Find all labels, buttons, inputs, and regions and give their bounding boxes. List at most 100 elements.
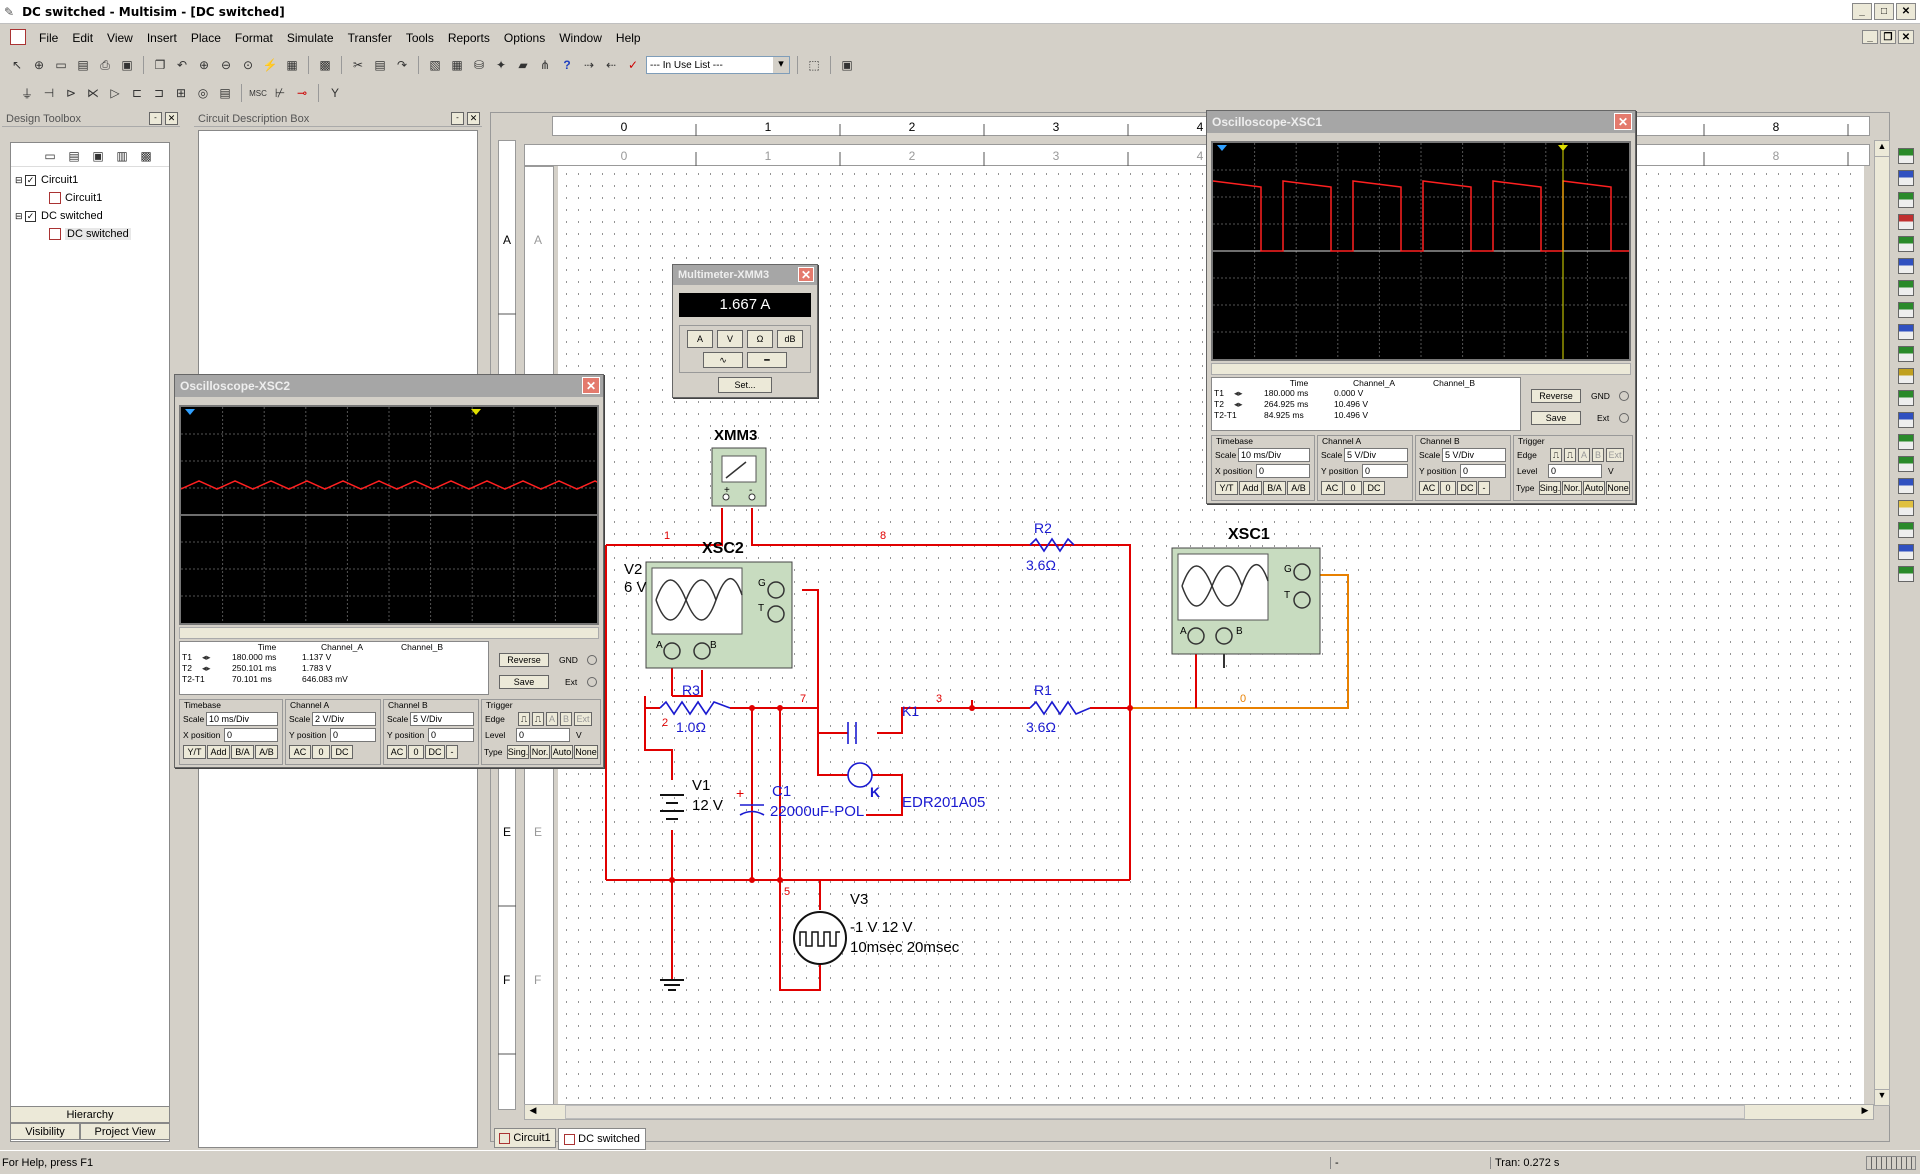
xsc2-channel-b-ypos[interactable]: 0 — [428, 728, 474, 742]
xsc2-b-ac-button[interactable]: AC — [387, 745, 407, 759]
instrument-tool-icon[interactable] — [1898, 302, 1914, 318]
xsc1-single-button[interactable]: Sing. — [1539, 481, 1561, 495]
scroll-right-icon[interactable]: ▶ — [1861, 1105, 1869, 1115]
back-annotate-icon[interactable]: ⇠ — [605, 58, 617, 72]
mode-ampere-button[interactable]: A — [687, 330, 713, 348]
undo-icon[interactable]: ↶ — [176, 58, 188, 72]
menu-view[interactable]: View — [107, 31, 133, 45]
xsc1-add-button[interactable]: Add — [1239, 481, 1262, 495]
transistor-icon[interactable]: ⋉ — [87, 86, 99, 100]
save-design-icon[interactable]: ▣ — [92, 149, 104, 163]
rf-icon[interactable]: ⊬ — [274, 86, 286, 100]
menu-tools[interactable]: Tools — [405, 31, 434, 45]
xsc1-ba-button[interactable]: B/A — [1263, 481, 1286, 495]
menu-file[interactable]: File — [39, 31, 59, 45]
forward-annotate-icon[interactable]: ⇢ — [583, 58, 595, 72]
instrument-tool-icon[interactable] — [1898, 258, 1914, 274]
xsc2-a-dc-button[interactable]: DC — [331, 745, 353, 759]
xsc2-rising-edge-icon[interactable]: ⎍ — [518, 712, 530, 726]
multimeter-close-button[interactable]: ✕ — [798, 267, 814, 282]
menu-options[interactable]: Options — [503, 31, 546, 45]
xsc1-channel-b-scale[interactable]: 5 V/Div — [1442, 448, 1506, 462]
scroll-up-icon[interactable]: ▲ — [1875, 141, 1889, 157]
minimize-button[interactable]: _ — [1852, 3, 1872, 20]
instrument-tool-icon[interactable] — [1898, 456, 1914, 472]
tree-icon[interactable]: ⋔ — [539, 58, 551, 72]
menu-simulate[interactable]: Simulate — [286, 31, 334, 45]
cdesc-pin-button[interactable]: - — [451, 112, 464, 125]
instrument-tool-icon[interactable] — [1898, 500, 1914, 516]
instrument-tool-icon[interactable] — [1898, 324, 1914, 340]
xsc2-yt-button[interactable]: Y/T — [183, 745, 206, 759]
xsc1-rising-edge-icon[interactable]: ⎍ — [1550, 448, 1562, 462]
help-icon[interactable]: ? — [563, 58, 571, 72]
tab-visibility[interactable]: Visibility — [10, 1123, 80, 1140]
cut-icon[interactable]: ✂ — [352, 58, 364, 72]
menu-format[interactable]: Format — [234, 31, 273, 45]
xsc2-a-zero-button[interactable]: 0 — [312, 745, 330, 759]
close-button[interactable]: ✕ — [1896, 3, 1916, 20]
xsc1-trigger-level[interactable]: 0 — [1548, 464, 1602, 478]
xsc2-b-zero-button[interactable]: 0 — [408, 745, 424, 759]
mixed-icon[interactable]: ⊞ — [175, 86, 187, 100]
toolbox-close-button[interactable]: ✕ — [165, 112, 178, 125]
doc-minimize-button[interactable]: _ — [1862, 30, 1878, 44]
database-icon[interactable]: ⛁ — [473, 58, 485, 72]
xsc1-a-zero-button[interactable]: 0 — [1344, 481, 1362, 495]
xsc1-b-ac-button[interactable]: AC — [1419, 481, 1439, 495]
analog-icon[interactable]: ▷ — [110, 86, 120, 100]
zoom-fit-icon[interactable]: ⊙ — [242, 58, 254, 72]
xsc1-b-zero-button[interactable]: 0 — [1440, 481, 1456, 495]
xsc1-ab-button[interactable]: A/B — [1287, 481, 1310, 495]
scroll-thumb[interactable] — [565, 1105, 1745, 1119]
sheet-tab-dc-switched[interactable]: DC switched — [558, 1128, 646, 1150]
xsc2-ab-button[interactable]: A/B — [255, 745, 278, 759]
paste-icon[interactable]: ▤ — [374, 58, 386, 72]
xsc1-trig-a-button[interactable]: A — [1578, 448, 1590, 462]
instrument-tool-icon[interactable] — [1898, 280, 1914, 296]
instrument-tool-icon[interactable] — [1898, 368, 1914, 384]
xsc1-timebase-scale[interactable]: 10 ms/Div — [1238, 448, 1310, 462]
xsc1-reverse-button[interactable]: Reverse — [1531, 389, 1581, 403]
instrument-tool-icon[interactable] — [1898, 170, 1914, 186]
cdesc-close-button[interactable]: ✕ — [467, 112, 480, 125]
xsc2-normal-button[interactable]: Nor. — [530, 745, 550, 759]
view-icon[interactable]: ⬚ — [808, 58, 820, 72]
xsc1-ext-terminal[interactable] — [1619, 413, 1629, 423]
misc-icon[interactable]: ▤ — [219, 86, 231, 100]
in-use-list-dropdown[interactable]: --- In Use List --- — [646, 56, 790, 74]
xsc2-falling-edge-icon[interactable]: ⎍ — [532, 712, 544, 726]
xsc1-scrollbar[interactable] — [1211, 363, 1631, 375]
save-icon[interactable]: ▣ — [121, 58, 133, 72]
menu-insert[interactable]: Insert — [146, 31, 177, 45]
xsc1-none-button[interactable]: None — [1606, 481, 1630, 495]
tree-leaf-circuit1[interactable]: Circuit1 — [15, 189, 169, 207]
toolbox-pin-button[interactable]: - — [149, 112, 162, 125]
xsc1-trig-ext-button[interactable]: Ext — [1606, 448, 1624, 462]
new-file-icon[interactable]: ▭ — [55, 58, 67, 72]
xsc2-trig-ext-button[interactable]: Ext — [574, 712, 592, 726]
xsc2-x-position[interactable]: 0 — [224, 728, 278, 742]
xsc1-a-dc-button[interactable]: DC — [1363, 481, 1385, 495]
misc-digital-icon[interactable]: MSC — [249, 88, 267, 98]
breadboard-icon[interactable]: ▣ — [841, 58, 853, 72]
zoom-area-icon[interactable]: ⊕ — [33, 58, 45, 72]
xsc2-save-button[interactable]: Save — [499, 675, 549, 689]
cmos-icon[interactable]: ⊐ — [153, 86, 165, 100]
instrument-tool-icon[interactable] — [1898, 390, 1914, 406]
menu-transfer[interactable]: Transfer — [347, 31, 392, 45]
xsc1-yt-button[interactable]: Y/T — [1215, 481, 1238, 495]
instrument-tool-icon[interactable] — [1898, 566, 1914, 582]
xsc1-falling-edge-icon[interactable]: ⎍ — [1564, 448, 1576, 462]
xsc2-reverse-button[interactable]: Reverse — [499, 653, 549, 667]
mode-volt-button[interactable]: V — [717, 330, 743, 348]
xsc1-a-ac-button[interactable]: AC — [1321, 481, 1343, 495]
instrument-tool-icon[interactable] — [1898, 412, 1914, 428]
xsc1-trig-b-button[interactable]: B — [1592, 448, 1604, 462]
scroll-down-icon[interactable]: ▼ — [1875, 1089, 1889, 1105]
check-icon[interactable]: ✓ — [627, 58, 639, 72]
xsc1-scope-screen[interactable] — [1211, 141, 1634, 361]
multimeter-set-button[interactable]: Set... — [718, 377, 772, 393]
copy-icon[interactable]: ❐ — [154, 58, 166, 72]
folder-icon[interactable]: ▰ — [518, 58, 528, 72]
